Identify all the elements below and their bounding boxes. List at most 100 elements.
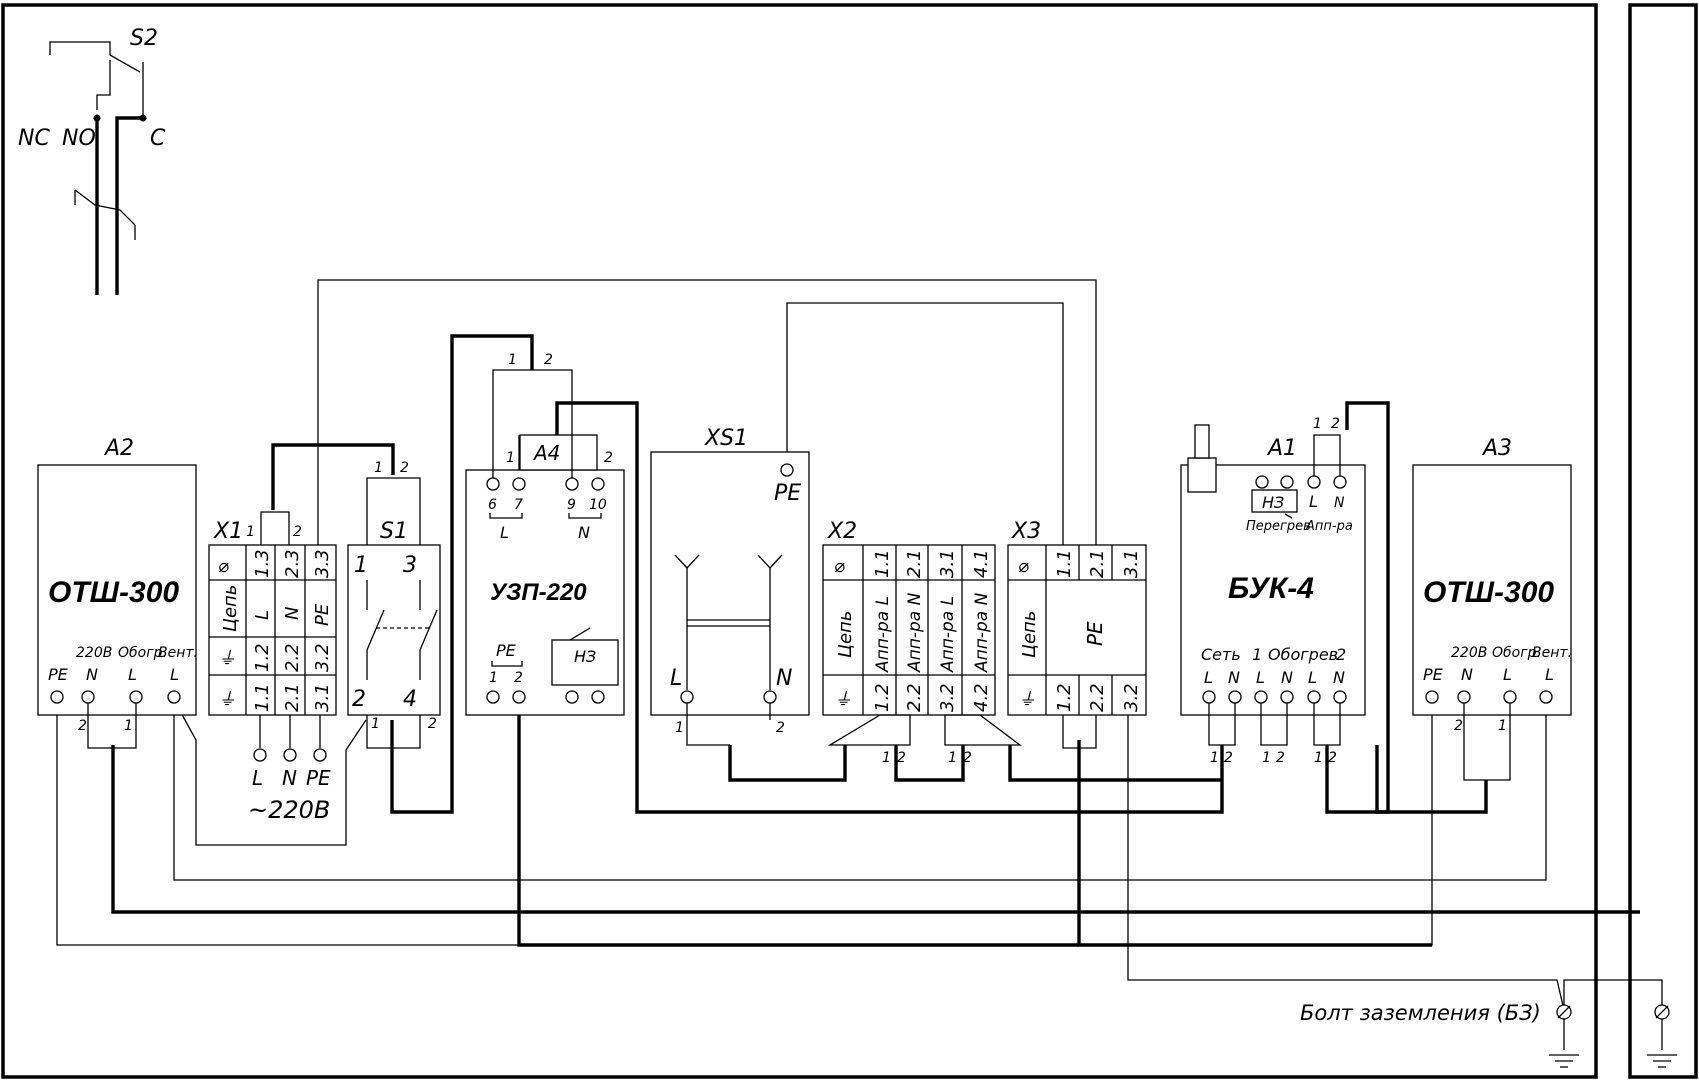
a1-top-1: 1: [1313, 416, 1322, 432]
x1-in-pe: PE: [306, 766, 331, 790]
s2-label: S2: [130, 26, 158, 51]
x1-r3-c0: ⏚: [218, 648, 236, 669]
xs1-n: N: [776, 666, 792, 691]
x1-r4-c3: 3.1: [312, 683, 333, 712]
a1-peregrev: Перегрев: [1246, 519, 1311, 534]
a1-label: A1: [1266, 436, 1297, 461]
x3-r2-c1: PE: [1083, 621, 1107, 646]
x2-r3-c1: 1.2: [872, 683, 893, 712]
a4-label: A4: [532, 441, 560, 465]
x3-label: X3: [1011, 519, 1041, 544]
x2-r1-c3: 3.1: [937, 549, 958, 578]
switch-s2: S2 NC NO C: [18, 26, 166, 295]
buk-t5: L: [1308, 668, 1317, 687]
a2-name: ОТШ-300: [48, 576, 179, 609]
x2-r1-c0: ⌀: [834, 556, 845, 577]
uzp-b2: 2: [514, 670, 523, 686]
a3-label: A3: [1481, 436, 1512, 461]
xs1-bot-2: 2: [776, 720, 785, 736]
s1-bot-1: 1: [371, 716, 380, 732]
uzp-nz: НЗ: [574, 647, 596, 666]
x3-r3-c0: ⏚: [1018, 689, 1036, 710]
s2-c-label: C: [150, 126, 166, 151]
x2-r3-c0: ⏚: [834, 689, 852, 710]
x2-j4: 2: [963, 750, 972, 766]
x3-r2-c0: Цепь: [1019, 611, 1040, 658]
socket-xs1: XS1 PE L N 1 2: [650, 426, 810, 746]
x1-r3-c1: 1.2: [252, 643, 273, 672]
x1-r1-c0: ⌀: [218, 556, 229, 577]
a3-vent: Вент.: [1532, 645, 1572, 661]
x3-r3-c2: 2.2: [1087, 683, 1108, 712]
s1-bot-2: 2: [428, 716, 437, 732]
s1-4: 4: [403, 687, 417, 712]
ground-bolt: Болт заземления (БЗ): [1300, 1001, 1677, 1068]
x2-r3-c3: 3.2: [937, 683, 958, 712]
x3-r1-c2: 2.1: [1087, 549, 1108, 578]
a2-vent: Вент.: [158, 645, 198, 661]
device-a1-buk4: A1 1 2 НЗ L N Перегрев Апп-ра БУК-4 Сеть…: [1180, 416, 1366, 766]
x2-r3-c4: 4.2: [971, 683, 992, 712]
switch-s1: S1 1 2 1 3 2 4 1 2: [347, 460, 441, 749]
wires-thick: [111, 334, 1640, 947]
s1-label: S1: [380, 519, 408, 544]
buk-obogrev: Обогрев: [1268, 645, 1338, 664]
buk-t4: N: [1281, 668, 1293, 687]
x3-r1-c3: 3.1: [1121, 549, 1142, 578]
buk-t3: L: [1256, 668, 1265, 687]
x1-r4-c2: 2.1: [282, 683, 303, 712]
x1-r2-c0: Цепь: [220, 585, 241, 632]
terminal-block-x2: X2 ⌀ 1.1 2.1 3.1 4.1 Цепь Апп-ра L Апп-р…: [822, 519, 1022, 766]
s2-nc-label: NC: [18, 126, 50, 151]
x2-r2-c3: Апп-ра L: [938, 596, 958, 673]
buk-j1: 1: [1210, 750, 1219, 766]
a2-jumper-1: 1: [124, 718, 133, 734]
x1-r1-c1: 1.3: [252, 549, 273, 578]
buk-name: БУК-4: [1228, 572, 1314, 605]
s1-1: 1: [354, 553, 368, 578]
x1-pin-2: 2: [293, 524, 302, 540]
a4-pin-1: 1: [506, 450, 515, 466]
x1-r4-c1: 1.1: [252, 683, 273, 712]
xs1-bot-1: 1: [675, 720, 684, 736]
drawing-frame-side: [1628, 3, 1698, 1079]
device-a2: A2 ОТШ-300 220В Обогр. Вент. PE N L L 2 …: [37, 436, 198, 749]
x2-r2-c0: Цепь: [835, 611, 856, 658]
a4-top-2: 2: [544, 352, 553, 368]
a3-name: ОТШ-300: [1423, 576, 1554, 609]
a3-n: N: [1461, 665, 1473, 684]
s1-top-1: 1: [374, 460, 383, 476]
x3-r1-c0: ⌀: [1018, 556, 1029, 577]
a4-pin-2: 2: [604, 450, 613, 466]
a4-top-1: 1: [508, 352, 517, 368]
a1-nz: НЗ: [1262, 493, 1284, 512]
x2-j2: 2: [897, 750, 906, 766]
drawing-frame-main: [1, 3, 1598, 1079]
x1-in-l: L: [252, 766, 263, 790]
x1-in-n: N: [282, 766, 297, 790]
terminal-block-x1: X1 1 2 ⌀ 1.3 2.3 3.3 Цепь L N PE ⏚ 1.2 2…: [208, 511, 337, 824]
a1-top-2: 2: [1331, 416, 1340, 432]
buk-j3: 1: [1262, 750, 1271, 766]
a3-obogr: Обогр.: [1492, 645, 1541, 661]
x2-r1-c4: 4.1: [971, 549, 992, 578]
a3-220v: 220В: [1451, 645, 1487, 661]
x2-r2-c4: Апп-ра N: [972, 592, 992, 673]
x1-r4-c0: ⏚: [218, 689, 236, 710]
s1-3: 3: [403, 553, 417, 578]
a3-l1: L: [1503, 665, 1512, 684]
x1-pin-1: 1: [246, 524, 255, 540]
x1-r1-c3: 3.3: [312, 549, 333, 578]
a1-l: L: [1309, 492, 1318, 511]
bz-label: Болт заземления (БЗ): [1300, 1001, 1541, 1025]
uzp-t9: 9: [567, 497, 576, 513]
s1-2: 2: [352, 687, 366, 712]
terminal-block-x3: X3 ⌀ 1.1 2.1 3.1 Цепь PE ⏚ 1.2 2.2 3.2: [1007, 519, 1147, 749]
buk-t1: L: [1204, 668, 1213, 687]
a2-jumper-2: 2: [78, 718, 87, 734]
s1-top-2: 2: [400, 460, 409, 476]
uzp-t6: 6: [488, 497, 497, 513]
a2-l2: L: [170, 665, 179, 684]
buk-j5: 1: [1314, 750, 1323, 766]
